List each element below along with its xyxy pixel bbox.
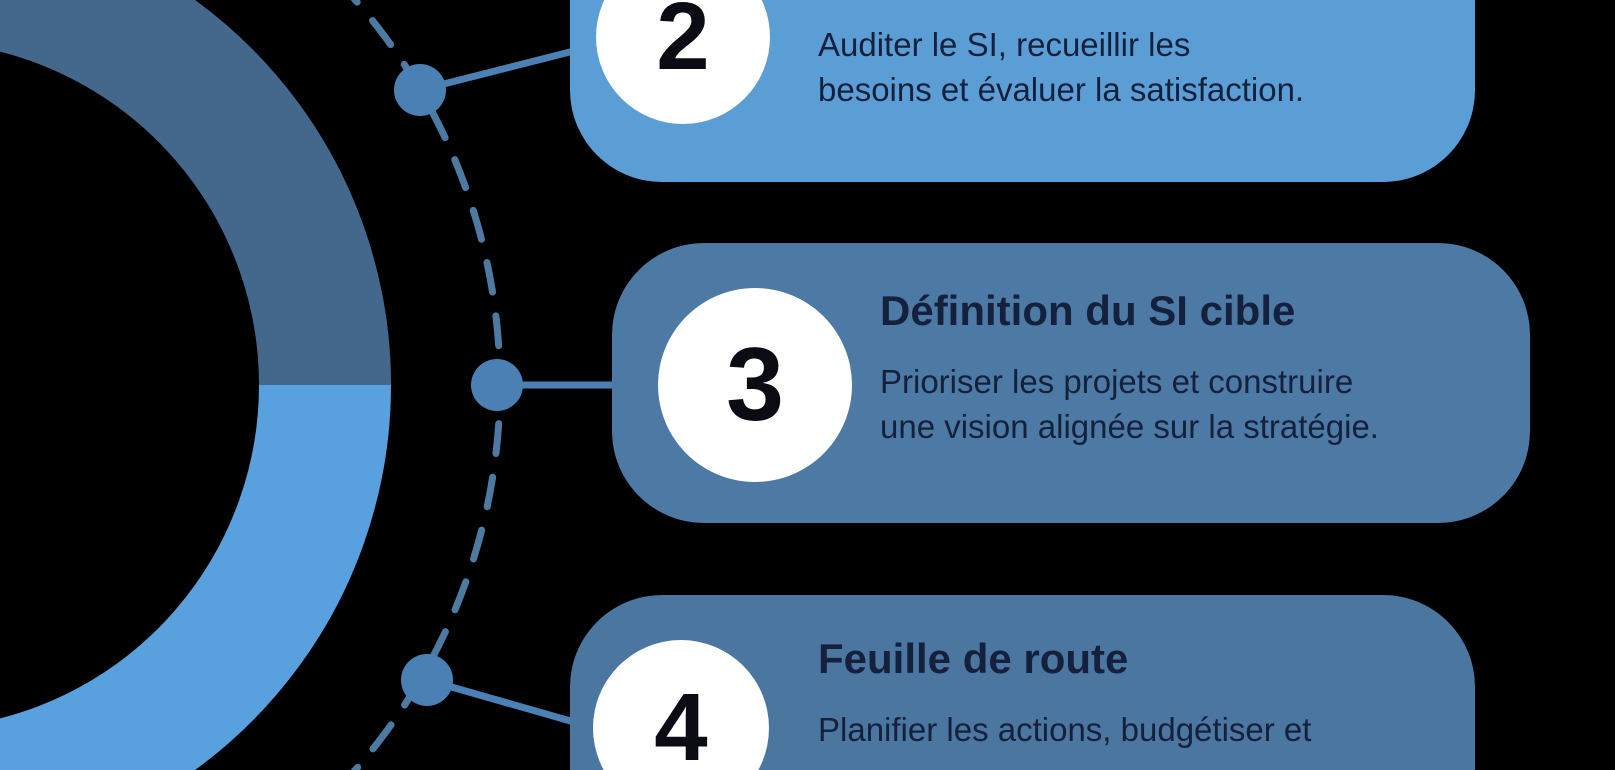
step-4-title: Feuille de route (818, 635, 1129, 682)
ring-segment-top (0, 0, 391, 386)
step-2-description: Auditer le SI, recueillir les besoins et… (818, 26, 1305, 108)
step-4-number-circle: 4 (593, 640, 769, 770)
node-dot-step-3 (471, 359, 523, 411)
node-dot-step-4 (401, 654, 453, 706)
step-card-3: 3 Définition du SI cible Prioriser les p… (612, 243, 1530, 523)
step-4-text: Feuille de route Planifier les actions, … (818, 633, 1311, 752)
step-2-text: Auditer le SI, recueillir les besoins et… (818, 22, 1304, 112)
step-3-title: Définition du SI cible (880, 287, 1296, 334)
step-2-number-circle: 2 (596, 0, 770, 124)
step-3-description: Prioriser les projets et construire une … (880, 363, 1379, 445)
step-2-number: 2 (656, 0, 710, 90)
step-3-number-circle: 3 (658, 288, 852, 482)
step-card-2: 2 Auditer le SI, recueillir les besoins … (570, 0, 1475, 182)
step-4-description: Planifier les actions, budgétiser et (818, 711, 1312, 748)
step-3-number: 3 (726, 326, 784, 443)
ring-segment-bottom (0, 384, 391, 770)
step-card-4: 4 Feuille de route Planifier les actions… (570, 595, 1475, 770)
step-3-text: Définition du SI cible Prioriser les pro… (880, 285, 1379, 449)
node-dot-step-2 (394, 64, 446, 116)
step-4-number: 4 (654, 674, 708, 770)
